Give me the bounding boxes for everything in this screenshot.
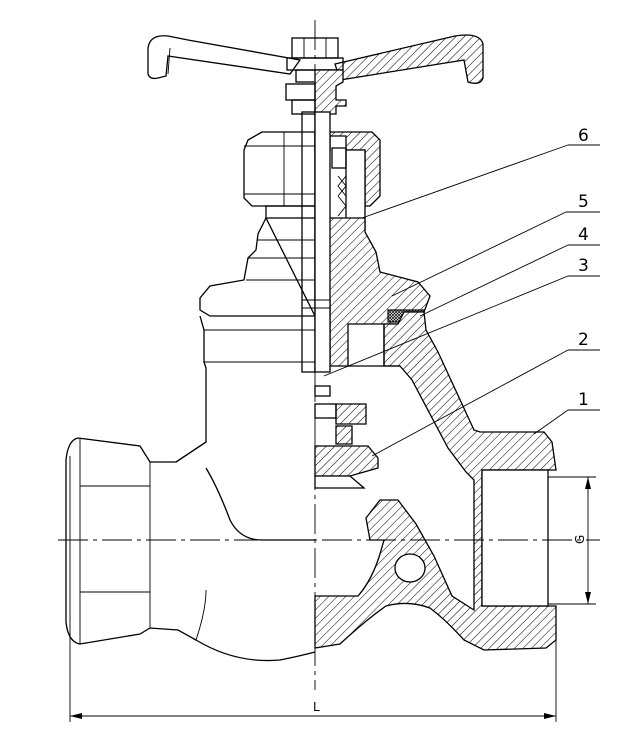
thread-dimension-label: G (573, 535, 587, 544)
callout-6: 6 (578, 126, 589, 146)
callout-2: 2 (578, 330, 589, 350)
dimension-lines (58, 456, 600, 722)
packing-gland-nut (243, 131, 381, 231)
handwheel (147, 34, 484, 115)
callout-leaders (323, 144, 600, 457)
callout-4: 4 (578, 225, 589, 245)
callout-1: 1 (578, 390, 589, 410)
callout-3: 3 (578, 256, 589, 276)
callout-5: 5 (578, 192, 589, 212)
length-dimension-label: L (313, 700, 320, 714)
stem (301, 20, 331, 690)
valve-body (65, 311, 557, 662)
